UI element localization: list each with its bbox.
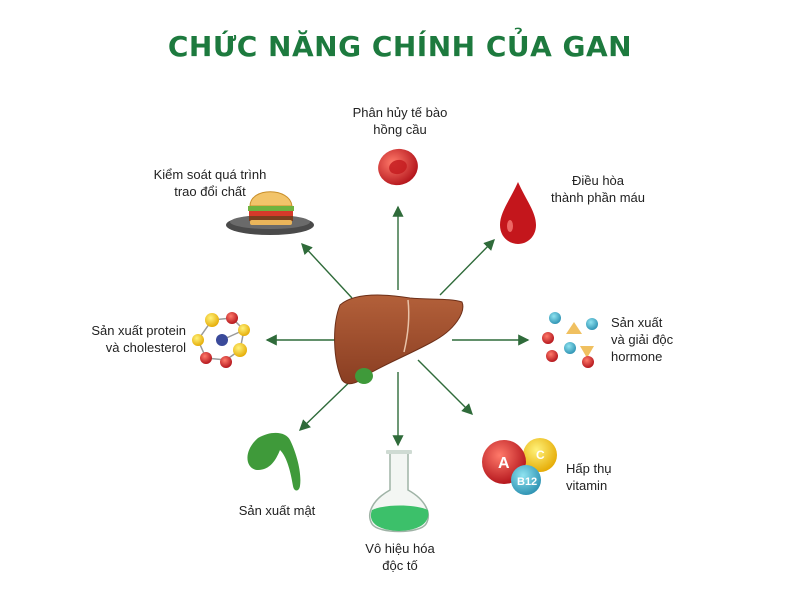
label-vitamin: Hấp thụ vitamin [566,460,656,494]
label-line: vitamin [566,478,608,493]
arrow-top-left [301,242,353,299]
label-line: hồng cầu [373,122,427,137]
label-hormone: Sản xuất và giải độc hormone [611,314,711,365]
label-line: Kiểm soát quá trình [153,167,267,182]
label-gallbladder: Sản xuất mật [222,502,332,519]
label-line: trao đổi chất [174,184,246,199]
label-line: Sản xuất mật [238,503,316,518]
arrow-top-right [439,239,495,296]
liver-icon [334,294,464,385]
arrow-bottom-right [417,359,473,415]
label-molecule: Sản xuất protein và cholesterol [70,322,186,356]
label-blood-drop: Điều hòa thành phần máu [538,172,658,206]
label-line: Hấp thụ [566,461,612,476]
molecule-atoms [192,312,250,368]
vitamin-balls-icon: A C B12 [482,438,557,495]
label-line: Điều hòa [571,173,625,188]
label-line: Sản xuất protein [91,323,186,338]
label-line: thành phần máu [551,190,645,205]
label-line: và cholesterol [105,340,186,355]
vitamin-a-text: A [498,455,510,472]
flask-icon [369,450,429,533]
red-blood-cell-icon [378,148,418,186]
label-line: độc tố [382,558,418,573]
label-line: Sản xuất [611,315,663,330]
label-line: hormone [611,349,663,364]
arrows [265,205,530,447]
gallbladder-icon [247,432,301,491]
burger-icon [226,191,314,235]
label-flask: Vô hiệu hóa độc tố [340,540,460,574]
label-line: Vô hiệu hóa [365,541,435,556]
vitamin-c-text: C [536,448,545,462]
hormone-particles-icon [542,312,598,368]
diagram-title: CHỨC NĂNG CHÍNH CỦA GAN [167,30,633,63]
vitamin-b12-text: B12 [517,476,537,488]
label-burger: Kiểm soát quá trình trao đổi chất [130,166,290,200]
label-red-blood-cell: Phân hủy tế bào hồng cầu [330,104,470,138]
label-line: và giải độc [611,332,674,347]
label-line: Phân hủy tế bào [352,105,448,120]
blood-drop-icon [500,182,536,244]
